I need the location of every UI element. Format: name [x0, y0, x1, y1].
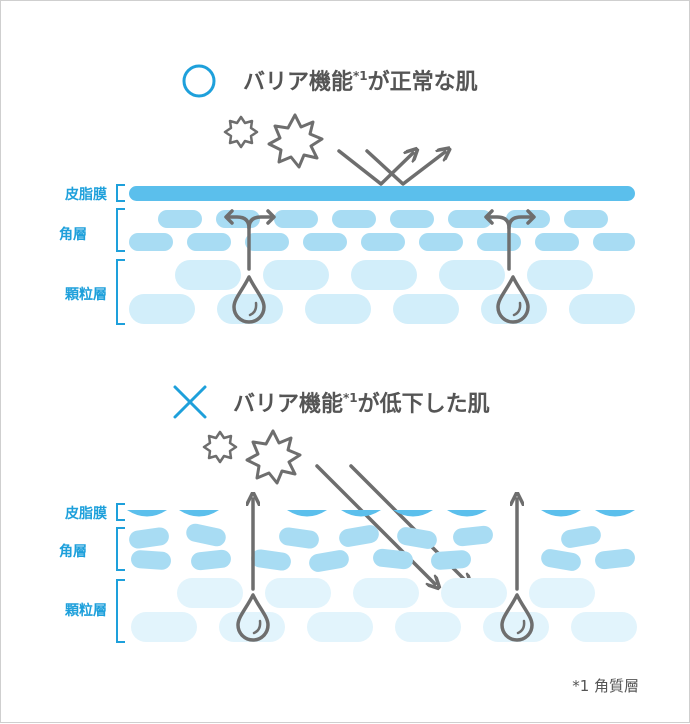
- starburst-icon: [267, 113, 324, 169]
- water-drop-icon: [236, 593, 270, 642]
- normal-skin-panel: バリア機能*1が正常な肌: [59, 64, 635, 325]
- stratum-corneum: [129, 210, 635, 251]
- water-drop-icon: [232, 275, 266, 324]
- label-sebum-film: 皮脂膜: [64, 186, 107, 203]
- sebum-film-broken: [127, 510, 635, 517]
- footnote: *1 角質層: [572, 677, 639, 695]
- label-stratum-corneum: 角層: [59, 543, 87, 560]
- reflected-arrow: [337, 151, 413, 186]
- layer-brackets: [116, 184, 125, 325]
- cross-icon: [173, 385, 207, 419]
- starburst-icon: [223, 115, 259, 149]
- circle-icon: [182, 64, 216, 98]
- starburst-icon: [245, 429, 302, 485]
- water-drop-icon: [500, 593, 534, 642]
- damaged-skin-panel: バリア機能*1が低下した肌: [59, 385, 637, 643]
- stratum-corneum-disordered: [129, 523, 635, 572]
- granular-layer: [131, 578, 637, 642]
- normal-panel-title: バリア機能*1が正常な肌: [243, 69, 478, 95]
- sebum-film: [129, 186, 635, 201]
- label-sebum-film: 皮脂膜: [64, 505, 107, 522]
- layer-brackets: [116, 503, 125, 643]
- label-stratum-corneum: 角層: [59, 226, 87, 243]
- starburst-icon: [202, 430, 238, 464]
- moisture-retained-arrow: [224, 209, 276, 271]
- water-drop-icon: [496, 275, 530, 324]
- penetrating-arrow: [315, 464, 435, 584]
- reflected-arrow: [365, 151, 445, 186]
- label-granular-layer: 顆粒層: [65, 286, 107, 303]
- damaged-panel-title: バリア機能*1が低下した肌: [233, 391, 490, 417]
- moisture-retained-arrow: [484, 209, 536, 271]
- granular-layer: [129, 260, 635, 324]
- label-granular-layer: 顆粒層: [65, 602, 107, 619]
